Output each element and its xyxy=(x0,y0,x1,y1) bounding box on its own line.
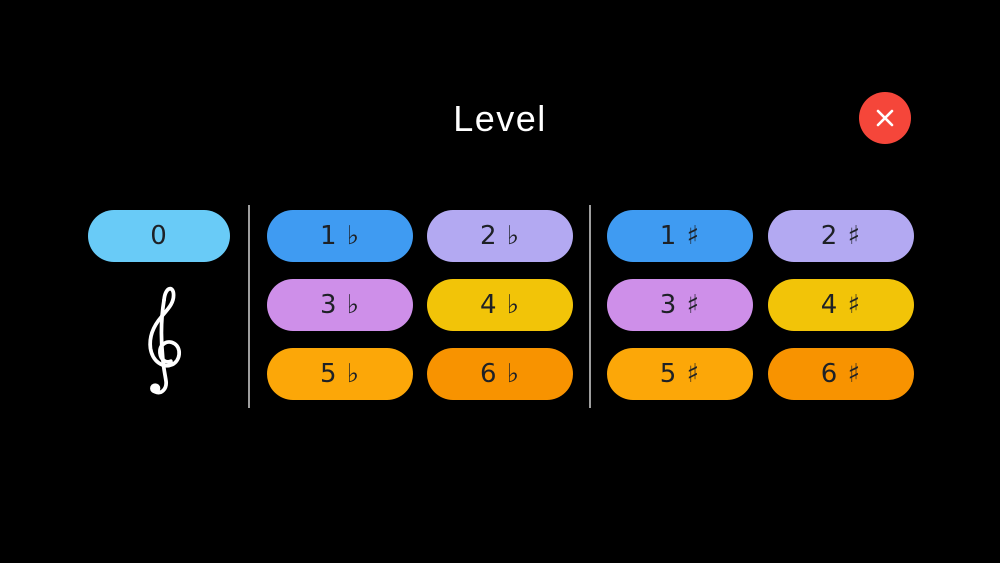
level-5-flat-button[interactable]: 5 ♭ xyxy=(267,348,413,400)
page-title: Level xyxy=(453,98,547,139)
level-1-sharp-button[interactable]: 1 ♯ xyxy=(607,210,753,262)
level-2-flat-button[interactable]: 2 ♭ xyxy=(427,210,573,262)
level-4-flat-button[interactable]: 4 ♭ xyxy=(427,279,573,331)
level-0-button[interactable]: 0 xyxy=(88,210,230,262)
level-5-sharp-button[interactable]: 5 ♯ xyxy=(607,348,753,400)
divider-flats xyxy=(248,205,250,408)
level-3-sharp-button[interactable]: 3 ♯ xyxy=(607,279,753,331)
divider-sharps xyxy=(589,205,591,408)
level-6-flat-button[interactable]: 6 ♭ xyxy=(427,348,573,400)
level-6-sharp-button[interactable]: 6 ♯ xyxy=(768,348,914,400)
level-3-flat-button[interactable]: 3 ♭ xyxy=(267,279,413,331)
treble-clef-icon xyxy=(139,274,185,400)
level-1-flat-button[interactable]: 1 ♭ xyxy=(267,210,413,262)
level-4-sharp-button[interactable]: 4 ♯ xyxy=(768,279,914,331)
x-icon xyxy=(873,106,897,130)
level-2-sharp-button[interactable]: 2 ♯ xyxy=(768,210,914,262)
close-button[interactable] xyxy=(859,92,911,144)
